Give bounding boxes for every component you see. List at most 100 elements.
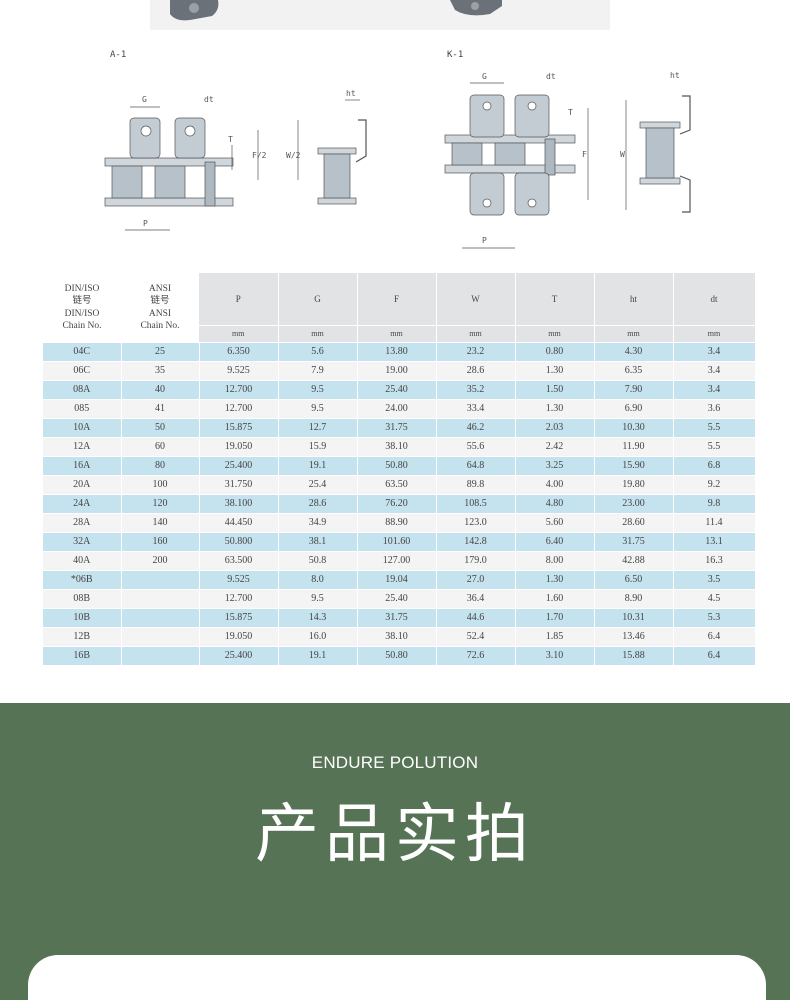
table-cell: 38.10 [357, 627, 437, 647]
table-cell: 38.10 [357, 437, 437, 457]
table-cell: 6.35 [594, 361, 674, 381]
header-ht: ht [594, 273, 674, 326]
table-cell [121, 589, 200, 609]
table-cell: 9.525 [199, 361, 279, 381]
table-cell: 28A [43, 513, 122, 533]
table-cell: 10A [43, 418, 122, 438]
table-cell: 55.6 [436, 437, 516, 457]
dim-ht-k1: ht [670, 71, 680, 80]
table-cell: 42.88 [594, 551, 674, 571]
table-cell: 2.42 [515, 437, 595, 457]
table-cell: 4.00 [515, 475, 595, 495]
table-cell: 64.8 [436, 456, 516, 476]
table-cell: 25.40 [357, 589, 437, 609]
table-cell: 142.8 [436, 532, 516, 552]
table-cell: 04C [43, 342, 122, 362]
table-cell: 12.7 [278, 418, 358, 438]
table-cell: 8.90 [594, 589, 674, 609]
table-cell: 6.4 [673, 646, 756, 666]
table-cell: 8.0 [278, 570, 358, 590]
table-cell: 108.5 [436, 494, 516, 514]
dim-w2-a1: W/2 [286, 151, 301, 160]
table-cell: 50.80 [357, 646, 437, 666]
table-cell: 41 [121, 399, 200, 419]
table-cell: 5.6 [278, 342, 358, 362]
table-cell: 28.6 [278, 494, 358, 514]
table-cell: 28.60 [594, 513, 674, 533]
table-cell: 38.100 [199, 494, 279, 514]
table-cell: 160 [121, 532, 200, 552]
table-cell: 60 [121, 437, 200, 457]
table-cell: 12A [43, 437, 122, 457]
table-cell: 10.30 [594, 418, 674, 438]
table-cell: 3.25 [515, 456, 595, 476]
unit-p: mm [199, 325, 279, 343]
table-cell: 20A [43, 475, 122, 495]
table-cell: 9.5 [278, 589, 358, 609]
table-cell: 25.400 [199, 456, 279, 476]
dim-ht-a1: ht [346, 89, 356, 98]
unit-f: mm [357, 325, 437, 343]
table-cell: 5.60 [515, 513, 595, 533]
table-cell: 3.5 [673, 570, 756, 590]
table-cell: 6.40 [515, 532, 595, 552]
table-cell: 35 [121, 361, 200, 381]
table-cell: 10B [43, 608, 122, 628]
table-cell: 25 [121, 342, 200, 362]
table-cell: 1.30 [515, 361, 595, 381]
table-cell: 7.90 [594, 380, 674, 400]
table-cell: 3.4 [673, 342, 756, 362]
table-cell: 14.3 [278, 608, 358, 628]
table-cell: 123.0 [436, 513, 516, 533]
table-cell: 9.5 [278, 380, 358, 400]
table-cell: 085 [43, 399, 122, 419]
table-cell: 52.4 [436, 627, 516, 647]
table-cell: 9.5 [278, 399, 358, 419]
table-cell [121, 608, 200, 628]
table-cell: 5.5 [673, 437, 756, 457]
table-cell: 16.3 [673, 551, 756, 571]
table-cell: 13.46 [594, 627, 674, 647]
table-cell: 12.700 [199, 399, 279, 419]
table-cell: 23.00 [594, 494, 674, 514]
dim-f-k1: F [582, 150, 587, 159]
table-cell: 1.70 [515, 608, 595, 628]
table-cell: 31.75 [357, 418, 437, 438]
table-cell: 1.85 [515, 627, 595, 647]
table-cell: 88.90 [357, 513, 437, 533]
table-cell: 7.9 [278, 361, 358, 381]
table-cell: 72.6 [436, 646, 516, 666]
table-cell: 36.4 [436, 589, 516, 609]
table-cell: 120 [121, 494, 200, 514]
table-cell: 28.6 [436, 361, 516, 381]
table-cell: 8.00 [515, 551, 595, 571]
table-cell: 31.75 [357, 608, 437, 628]
dim-w-k1: W [620, 150, 625, 159]
table-cell: 23.2 [436, 342, 516, 362]
table-cell: 6.8 [673, 456, 756, 476]
table-cell: 6.4 [673, 627, 756, 647]
unit-w: mm [436, 325, 516, 343]
table-cell: 2.03 [515, 418, 595, 438]
table-cell: 3.4 [673, 380, 756, 400]
table-cell: 3.4 [673, 361, 756, 381]
header-dt: dt [673, 273, 756, 326]
table-cell: 3.10 [515, 646, 595, 666]
product-photo-strip [150, 0, 610, 30]
table-cell: 19.050 [199, 627, 279, 647]
photo-card [28, 955, 766, 1000]
chain-spec-table: DIN/ISO 链号 DIN/ISO Chain No. ANSI 链号 ANS… [43, 273, 756, 666]
drawing-label-a1: A-1 [110, 50, 127, 60]
table-cell: 5.3 [673, 608, 756, 628]
table-cell: 1.30 [515, 570, 595, 590]
table-cell [121, 570, 200, 590]
table-cell [121, 646, 200, 666]
